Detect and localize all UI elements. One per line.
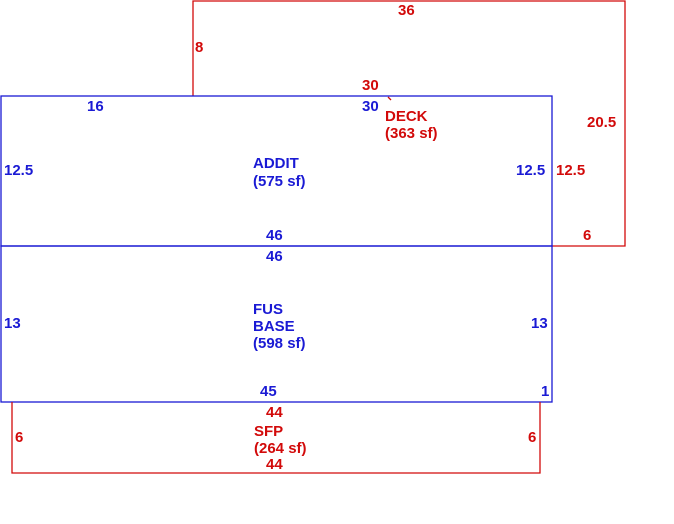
- fus-base-jog-dimension: 1: [541, 383, 549, 400]
- fus-base-right-dimension: 13: [531, 315, 548, 332]
- fus-base-left-dimension: 13: [4, 315, 21, 332]
- sfp-right-dimension: 6: [528, 429, 536, 446]
- addit-label: ADDIT: [253, 155, 299, 172]
- deck-inner-dimension: 30: [362, 77, 379, 94]
- fus-base-area: (598 sf): [253, 335, 306, 352]
- deck-area: (363 sf): [385, 125, 438, 142]
- deck-right-dimension: 20.5: [587, 114, 616, 131]
- addit-top-left-dimension: 16: [87, 98, 104, 115]
- sfp-bottom-dimension: 44: [266, 456, 283, 473]
- deck-outline: [192, 0, 626, 247]
- deck-bottom-dimension: 6: [583, 227, 591, 244]
- fus-base-bottom-dimension: 45: [260, 383, 277, 400]
- fus-base-label-line1: FUS: [253, 301, 283, 318]
- sfp-area: (264 sf): [254, 440, 307, 457]
- fus-base-label-line2: BASE: [253, 318, 295, 335]
- deck-label: DECK: [385, 108, 428, 125]
- sfp-outline: [11, 402, 541, 474]
- addit-right-dimension: 12.5: [516, 162, 545, 179]
- fus-base-outline: [0, 245, 553, 403]
- sfp-left-dimension: 6: [15, 429, 23, 446]
- addit-top-right-dimension: 30: [362, 98, 379, 115]
- addit-left-dimension: 12.5: [4, 162, 33, 179]
- fus-base-top-dimension: 46: [266, 248, 283, 265]
- sfp-label: SFP: [254, 423, 283, 440]
- deck-left-dimension: 8: [195, 39, 203, 56]
- addit-area: (575 sf): [253, 173, 306, 190]
- deck-top-dimension: 36: [398, 2, 415, 19]
- sfp-top-dimension: 44: [266, 404, 283, 421]
- addit-bottom-dimension: 46: [266, 227, 283, 244]
- deck-right-lower-dimension: 12.5: [556, 162, 585, 179]
